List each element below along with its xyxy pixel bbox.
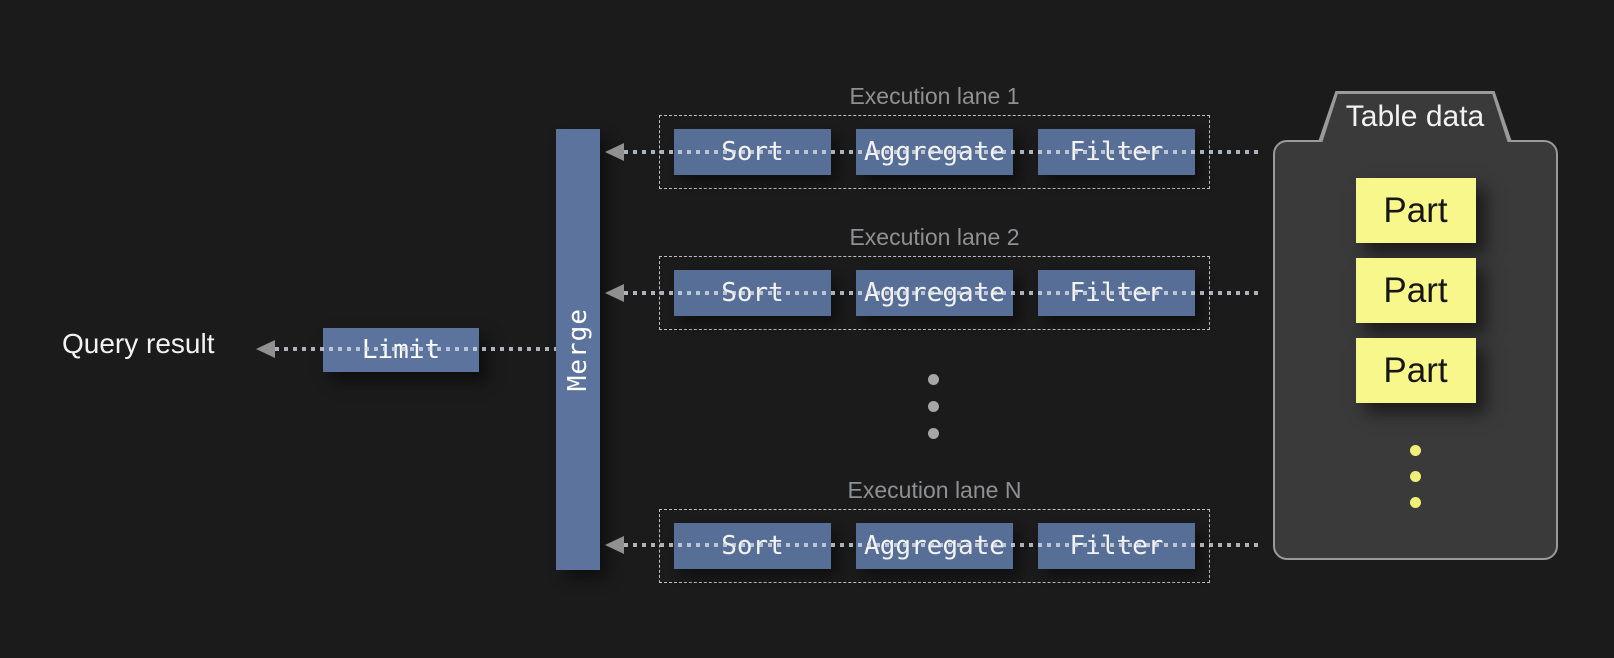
part-label: Part: [1383, 350, 1448, 390]
table-data-panel: Part Part Part: [1273, 140, 1558, 560]
lane-title-2: Execution lane 2: [849, 224, 1020, 250]
query-result-label: Query result: [62, 328, 215, 359]
lane-title-n: Execution lane N: [847, 477, 1022, 503]
part-label: Part: [1383, 190, 1448, 230]
more-lanes-ellipsis: [928, 374, 939, 439]
dotted-line-lane-2: [624, 291, 1261, 295]
dotted-line-merge-to-result: [275, 347, 556, 351]
table-data-title: Table data: [1345, 100, 1485, 133]
merge-bar: Merge: [556, 129, 600, 570]
dotted-line-lane-n: [624, 543, 1261, 547]
ellipsis-dot: [1410, 471, 1421, 482]
ellipsis-dot: [928, 401, 939, 412]
arrow-left-icon: [605, 143, 624, 161]
arrow-left-icon: [605, 536, 624, 554]
ellipsis-dot: [928, 428, 939, 439]
ellipsis-dot: [1410, 497, 1421, 508]
dotted-line-lane-1: [624, 150, 1261, 154]
arrow-left-icon: [605, 284, 624, 302]
lane-title-1: Execution lane 1: [849, 83, 1020, 109]
part-box: Part: [1355, 178, 1476, 243]
ellipsis-dot: [928, 374, 939, 385]
merge-label: Merge: [563, 307, 593, 392]
part-box: Part: [1355, 258, 1476, 323]
part-label: Part: [1383, 270, 1448, 310]
arrow-left-icon: [256, 340, 275, 358]
more-parts-ellipsis: [1410, 445, 1421, 508]
table-data-tab-fill: [1321, 93, 1509, 142]
table-data-tab: [1318, 91, 1512, 142]
ellipsis-dot: [1410, 445, 1421, 456]
part-box: Part: [1355, 338, 1476, 403]
